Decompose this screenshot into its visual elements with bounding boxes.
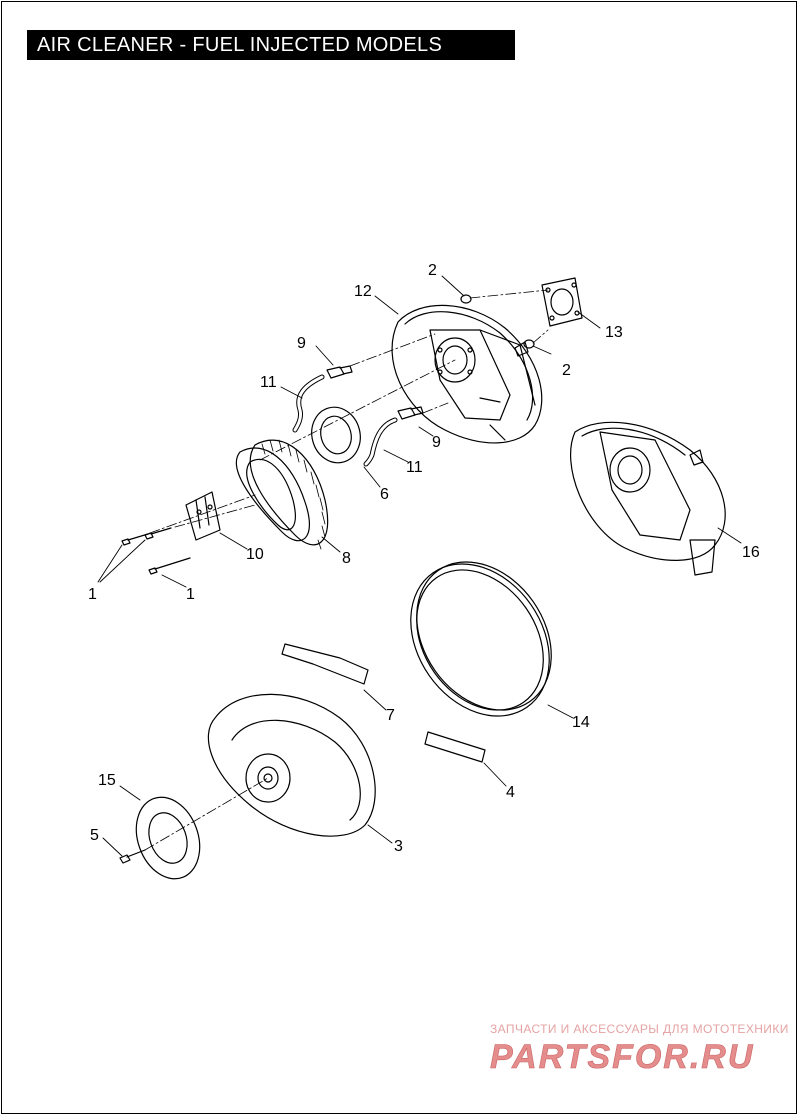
callout-16: 16: [742, 544, 760, 561]
title-bar: AIR CLEANER - FUEL INJECTED MODELS: [27, 30, 515, 60]
part-8-filter-element: [235, 439, 329, 550]
part-2-washer-upper: [460, 294, 472, 304]
callout-13: 13: [605, 324, 623, 341]
callout-5: 5: [90, 827, 99, 844]
part-10-bracket: [185, 491, 221, 541]
part-2-washer-lower: [523, 339, 535, 349]
callout-4: 4: [506, 784, 515, 801]
callout-9-upper: 9: [297, 335, 306, 352]
callout-7: 7: [386, 707, 395, 724]
part-3-cover: [207, 693, 376, 837]
part-14-seal-ring: [410, 561, 552, 717]
part-12-backplate: [391, 304, 543, 444]
callout-11-lower: 11: [406, 459, 423, 476]
callout-10: 10: [246, 546, 264, 563]
part-1-screw-a: [121, 533, 149, 546]
callout-8: 8: [342, 550, 351, 567]
assembly-centerlines: [144, 289, 549, 851]
callout-2-lower: 2: [562, 362, 571, 379]
callout-1-left: 1: [88, 586, 97, 603]
callout-2-upper: 2: [428, 262, 437, 279]
callout-15: 15: [98, 772, 116, 789]
watermark-logo-text: PARTSFOR.RU: [490, 1038, 754, 1074]
callout-12: 12: [354, 283, 372, 300]
part-9-breather-bolt-lower: [397, 406, 424, 420]
watermark-logo: PARTSFOR.RU: [490, 1038, 754, 1074]
part-7-trim-strip: [281, 643, 369, 685]
part-4-trim-strip: [424, 731, 486, 763]
callout-11-upper: 11: [260, 374, 277, 391]
callout-1-right: 1: [186, 586, 195, 603]
callout-14: 14: [572, 714, 590, 731]
watermark-tagline: ЗАПЧАСТИ И АКСЕССУАРЫ ДЛЯ МОТОТЕХНИКИ: [490, 1022, 789, 1036]
part-6-gasket: [311, 406, 361, 464]
page-title: AIR CLEANER - FUEL INJECTED MODELS: [37, 34, 443, 56]
callout-6: 6: [380, 486, 389, 503]
callout-9-lower: 9: [432, 434, 441, 451]
part-1-screw-c: [148, 557, 191, 575]
part-13-gasket: [541, 277, 583, 327]
part-15-medallion: [135, 796, 201, 880]
part-5-screw: [119, 849, 146, 864]
part-1-screw-b: [144, 527, 172, 540]
leader-lines: [97, 275, 742, 857]
part-9-breather-bolt-upper: [326, 365, 353, 379]
callout-3: 3: [394, 838, 403, 855]
part-16-backplate-alt: [570, 421, 726, 576]
